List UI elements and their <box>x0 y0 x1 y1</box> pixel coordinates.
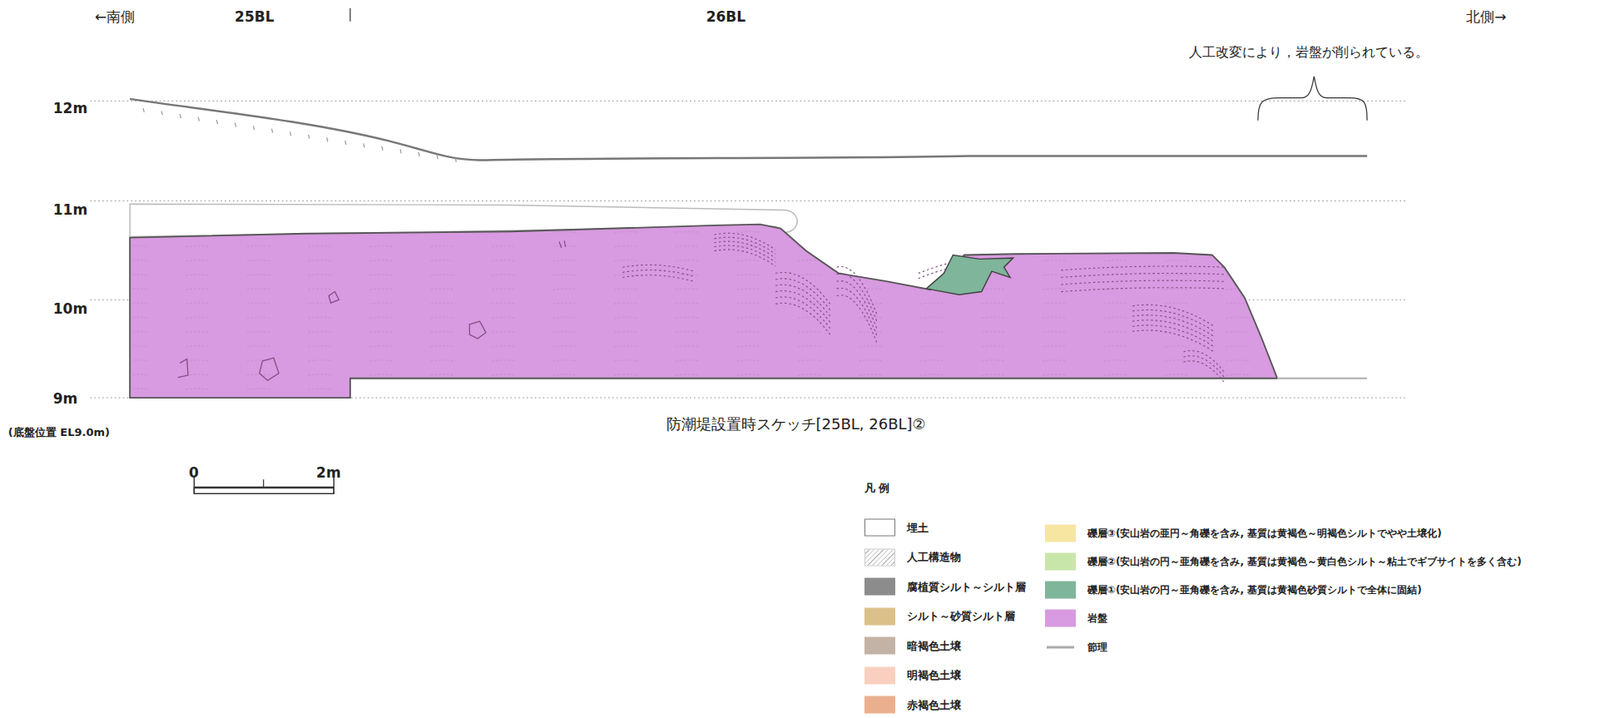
legend-swatch <box>1045 580 1076 599</box>
legend-entry: 岩盤 <box>1045 609 1108 628</box>
legend-entry: シルト～砂質シルト層 <box>864 607 1016 625</box>
legend-text: シルト～砂質シルト層 <box>906 609 1016 625</box>
legend-entry: 礫層①(安山岩の円～亜角礫を含み, 基質は黄褐色砂質シルトで全体に固結) <box>1045 580 1422 599</box>
legend-entry: 人工構造物 <box>864 548 961 566</box>
legend-entry: 赤褐色土壌 <box>864 696 961 714</box>
legend-entry: 礫層②(安山岩の円～亜角礫を含み, 基質は黄褐色～黄白色シルト～粘土でギブサイト… <box>1045 552 1522 570</box>
legend-text: 暗褐色土壌 <box>906 638 961 654</box>
legend-entry: 節理 <box>1045 638 1108 656</box>
legend-text: 礫層③(安山岩の亜円～角礫を含み, 基質は黄褐色～明褐色シルトでやや土壌化) <box>1087 526 1442 541</box>
legend-heading: 凡 例 <box>864 482 891 496</box>
legend-text: 人工構造物 <box>906 549 961 565</box>
block-boundary-tick <box>349 8 351 22</box>
legend-swatch <box>864 607 896 625</box>
legend-entry: 暗褐色土壌 <box>864 637 961 655</box>
direction-label: 北側→ <box>1466 9 1506 26</box>
fill-base <box>1277 377 1368 380</box>
legend-text: 節理 <box>1087 639 1108 654</box>
elevation-label: 11m <box>53 202 88 219</box>
note-brace <box>1258 76 1368 121</box>
gravel-layer-1 <box>926 254 1014 295</box>
legend-swatch <box>864 578 896 596</box>
legend-swatch <box>864 696 896 714</box>
legend-text: 埋土 <box>906 520 929 535</box>
bedrock-texture <box>129 224 1278 398</box>
elevation-label: 10m <box>53 301 88 318</box>
clasts <box>178 240 566 381</box>
legend-entry: 埋土 <box>864 519 929 537</box>
surface-ticks <box>143 108 456 163</box>
direction-label: ←南側 <box>94 9 135 26</box>
legend-text: 礫層①(安山岩の円～亜角礫を含み, 基質は黄褐色砂質シルトで全体に固結) <box>1087 582 1422 597</box>
legend-symbol <box>1045 638 1076 656</box>
note-text: 人工改変により，岩盤が削られている。 <box>1188 44 1429 60</box>
legend-entry: 腐植質シルト～シルト層 <box>864 578 1026 596</box>
legend-symbol <box>864 548 896 566</box>
legend-entry: 礫層③(安山岩の亜円～角礫を含み, 基質は黄褐色～明褐色シルトでやや土壌化) <box>1045 525 1442 543</box>
legend-swatch <box>864 666 896 684</box>
legend-swatch <box>864 637 896 655</box>
legend-text: 赤褐色土壌 <box>906 697 961 713</box>
legend-swatch <box>1045 525 1076 543</box>
base-level-note: (底盤位置 EL9.0m) <box>8 426 110 440</box>
elevation-gridlines <box>89 100 1408 398</box>
block-label: 25BL <box>234 9 274 26</box>
legend-text: 明褐色土壌 <box>906 668 961 684</box>
figure-caption: 防潮堤設置時スケッチ[25BL, 26BL]② <box>666 416 927 434</box>
block-label: 26BL <box>706 9 746 26</box>
scale-bar <box>193 477 334 495</box>
scale-label: 0 <box>188 465 199 482</box>
bedrock <box>129 224 1278 398</box>
joint-lines <box>622 232 1224 382</box>
elevation-label: 12m <box>53 100 88 118</box>
elevation-label: 9m <box>53 391 79 408</box>
legend-entry: 明褐色土壌 <box>864 666 961 684</box>
legend-text: 岩盤 <box>1087 611 1108 626</box>
legend-swatch <box>1045 609 1076 628</box>
legend-swatch <box>1045 552 1076 570</box>
legend-swatch <box>864 519 896 537</box>
legend-text: 礫層②(安山岩の円～亜角礫を含み, 基質は黄褐色～黄白色シルト～粘土でギブサイト… <box>1087 554 1522 569</box>
scale-label: 2m <box>316 465 342 482</box>
legend-text: 腐植質シルト～シルト層 <box>906 579 1026 595</box>
ground-surface <box>129 99 1368 161</box>
